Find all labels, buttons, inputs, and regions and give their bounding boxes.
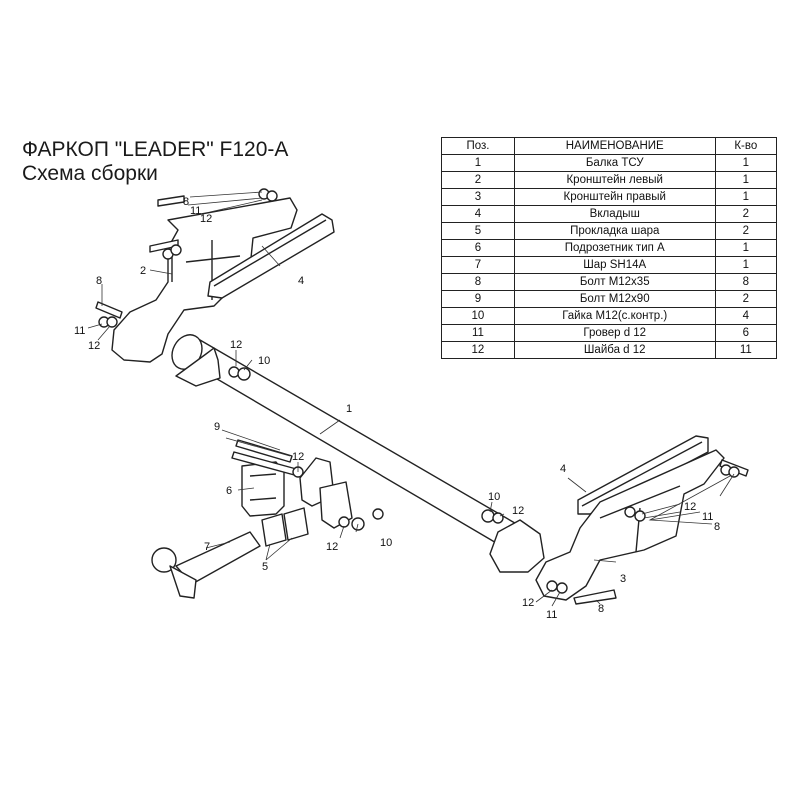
callout-3: 3 <box>620 573 626 585</box>
callout-10: 10 <box>258 355 270 367</box>
callout-12: 12 <box>88 340 100 352</box>
callout-4: 4 <box>298 275 304 287</box>
washers-and-nuts <box>98 188 740 594</box>
callout-12: 12 <box>326 541 338 553</box>
callout-7: 7 <box>204 541 210 553</box>
callout-11: 11 <box>74 325 85 337</box>
diagram-title: ФАРКОП "LEADER" F120-A <box>22 138 289 161</box>
callout-5: 5 <box>262 561 268 573</box>
callout-6: 6 <box>226 485 232 497</box>
row-name: Болт М12х35 <box>513 273 716 291</box>
callout-labels: 8 11 12 2 4 8 11 12 12 10 1 9 12 6 12 10… <box>74 196 720 621</box>
callout-12: 12 <box>230 339 242 351</box>
callout-8: 8 <box>183 196 189 208</box>
main-beam <box>171 334 545 573</box>
callout-12: 12 <box>200 213 212 225</box>
bolts <box>95 195 749 605</box>
callout-11: 11 <box>190 205 201 217</box>
callout-2: 2 <box>140 265 146 277</box>
callout-8: 8 <box>96 275 102 287</box>
right-insert <box>577 435 709 515</box>
row-name: Кронштейн правый <box>513 188 716 206</box>
callout-8: 8 <box>598 603 604 615</box>
callout-10: 10 <box>488 491 500 503</box>
callout-12: 12 <box>684 501 696 513</box>
callout-1: 1 <box>346 403 352 415</box>
callout-12: 12 <box>292 451 304 463</box>
callout-8: 8 <box>714 521 720 533</box>
callout-12: 12 <box>512 505 524 517</box>
diagram-subtitle: Схема сборки <box>22 162 158 185</box>
row-quantity: 11 <box>714 341 778 359</box>
socket-plate <box>241 461 285 517</box>
leader-lines <box>87 191 735 607</box>
ball-spacers <box>261 507 309 547</box>
callout-12: 12 <box>522 597 534 609</box>
row-position: 12 <box>441 341 515 359</box>
row-name: Шар SH14A <box>513 256 716 274</box>
callout-9: 9 <box>214 421 220 433</box>
callout-11: 11 <box>702 511 713 523</box>
callout-4: 4 <box>560 463 566 475</box>
callout-11: 11 <box>546 609 557 621</box>
callout-10: 10 <box>380 537 392 549</box>
